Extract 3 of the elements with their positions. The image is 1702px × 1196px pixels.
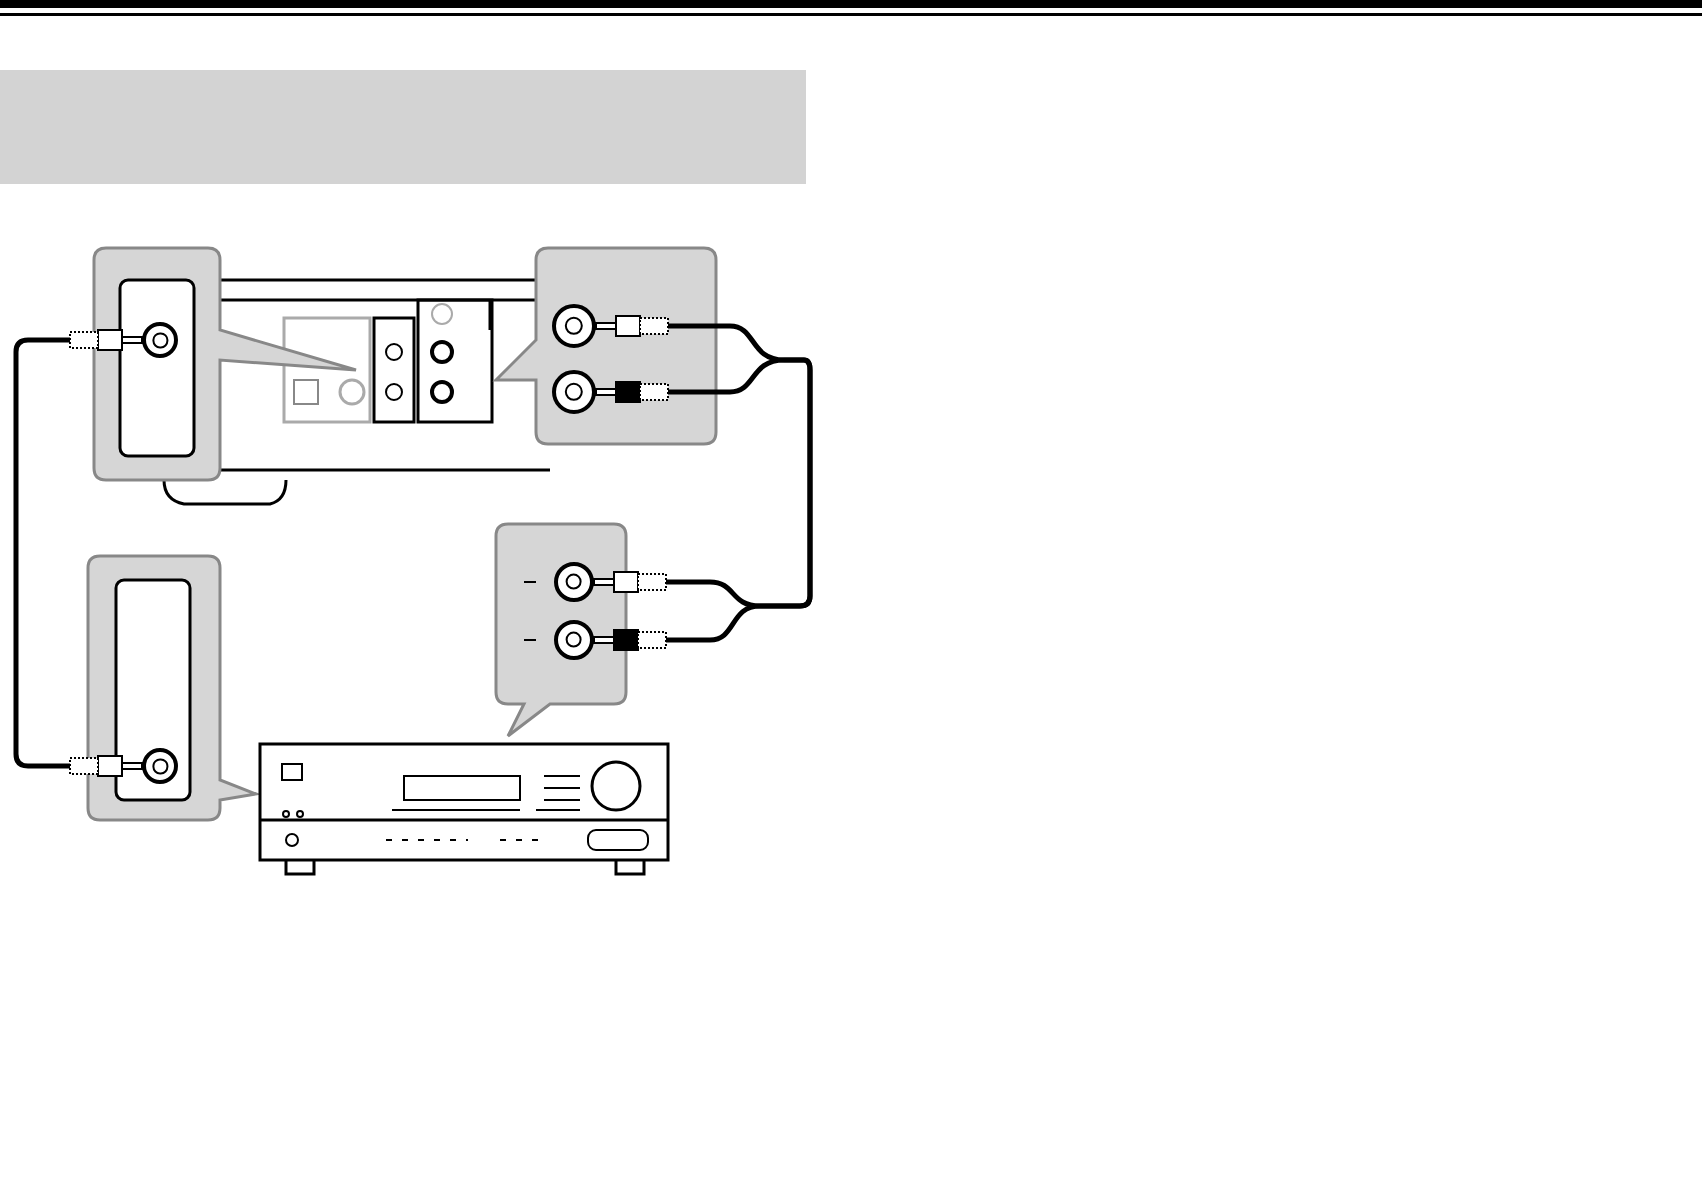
cable xyxy=(13,329,143,777)
cable xyxy=(593,357,813,651)
section-banner xyxy=(0,70,806,184)
